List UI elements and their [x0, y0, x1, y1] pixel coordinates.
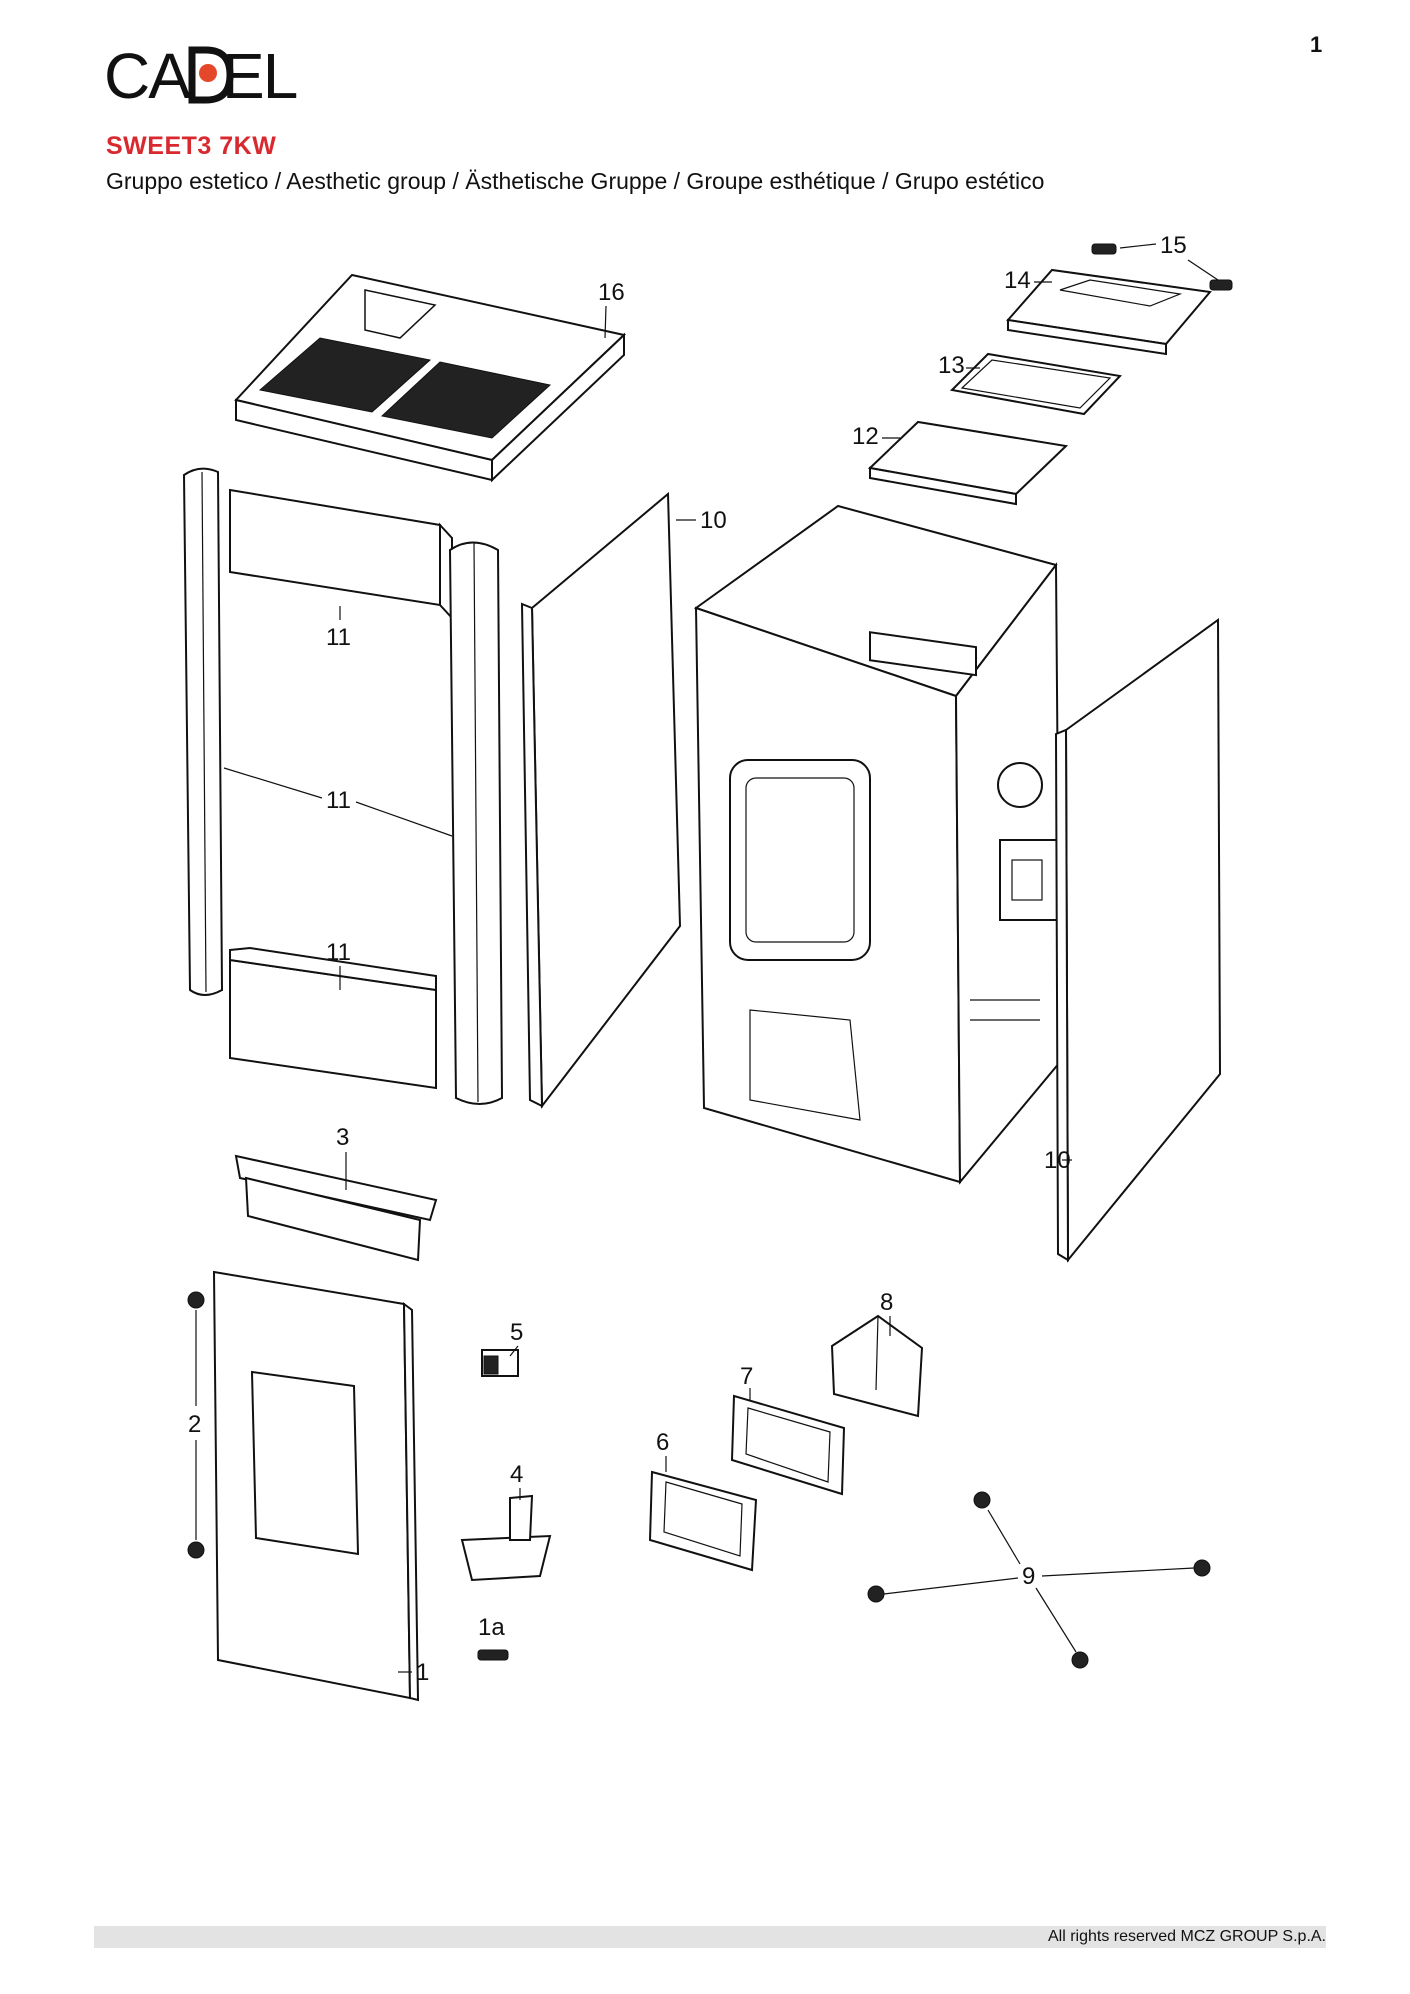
part-8-cover: [830, 1314, 924, 1418]
callout-5: 5: [510, 1319, 523, 1346]
part-5-bracket: [481, 1349, 519, 1377]
footer-rights: All rights reserved MCZ GROUP S.p.A.: [1048, 1928, 1326, 1945]
exploded-view-diagram: 16 15 14 13 12 11: [100, 220, 1320, 1720]
callout-6: 6: [656, 1429, 669, 1456]
callout-14: 14: [1004, 267, 1031, 294]
callout-9: 9: [1022, 1563, 1035, 1590]
stove-body: [693, 504, 1062, 1185]
part-10-side-panel-left: [520, 491, 682, 1109]
part-14-top-lid: [1006, 268, 1212, 356]
part-9-feet: [867, 1491, 1211, 1669]
part-7-gasket-plate: [730, 1394, 846, 1496]
part-3-deflector: [234, 1154, 438, 1262]
callout-16: 16: [598, 279, 625, 306]
callout-8: 8: [880, 1289, 893, 1316]
footer-bar: [94, 1926, 1326, 1948]
part-11-upper-panel: [229, 488, 453, 621]
callout-4: 4: [510, 1461, 523, 1488]
callout-2: 2: [188, 1411, 201, 1438]
part-4-burn-pot: [460, 1494, 552, 1582]
cadel-logo: CA EL: [104, 40, 334, 112]
part-12-tray: [867, 420, 1069, 506]
part-1-door: [212, 1270, 420, 1702]
part-11-front-column-left: [182, 467, 224, 996]
logo-text-right: EL: [222, 40, 297, 110]
page-number: 1: [1310, 32, 1323, 57]
callout-11-upper: 11: [326, 624, 351, 651]
callout-1a: 1a: [478, 1614, 505, 1641]
callout-13: 13: [938, 352, 965, 379]
callout-11-middle: 11: [326, 787, 351, 814]
callout-15: 15: [1160, 232, 1187, 259]
callout-3: 3: [336, 1124, 349, 1151]
callout-12: 12: [852, 423, 879, 450]
part-11-lower-panel: [229, 946, 437, 1090]
part-10-side-panel-right: [1054, 618, 1222, 1263]
logo-dot: [199, 64, 217, 82]
logo-d-shape: [188, 46, 234, 104]
part-11-front-column-right: [448, 541, 504, 1105]
logo-text-left: CA: [104, 40, 191, 110]
part-15-clips: [1091, 243, 1233, 291]
part-1a-latch: [477, 1649, 509, 1661]
group-title: Gruppo estetico / Aesthetic group / Ästh…: [106, 168, 1045, 194]
part-13-gasket: [949, 352, 1123, 416]
callout-1: 1: [416, 1659, 429, 1686]
part-2-hinges: [187, 1291, 205, 1559]
callout-10-left: 10: [700, 507, 727, 534]
part-6-inspection-plate: [648, 1470, 758, 1572]
callout-7: 7: [740, 1363, 753, 1390]
model-title: SWEET3 7KW: [106, 132, 277, 160]
part-16-top-grille: [234, 273, 627, 483]
callout-11-lower: 11: [326, 939, 351, 966]
